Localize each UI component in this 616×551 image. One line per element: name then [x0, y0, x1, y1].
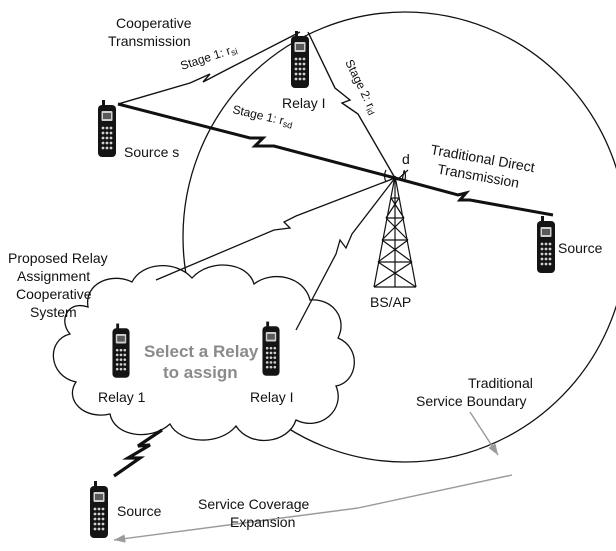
phone-source-bottom-icon [90, 481, 108, 538]
boundary-arrow [469, 411, 499, 456]
stage2-id-label: Stage 2: rid [341, 57, 380, 117]
bs-ap-tower-icon [373, 169, 417, 288]
svg-text:Proposed Relay: Proposed Relay [8, 250, 108, 266]
link-bs-relayi [295, 177, 396, 331]
service-coverage-label: Service Coverage Expansion [198, 496, 309, 530]
svg-text:Cooperative: Cooperative [16, 286, 92, 302]
link-stage1-sd [117, 102, 396, 180]
phone-relay-1-icon [112, 323, 130, 378]
link-traditional-direct [394, 176, 554, 217]
source-s-label: Source s [124, 144, 179, 160]
coverage-arrow [113, 507, 359, 543]
svg-text:Select a Relay: Select a Relay [144, 342, 259, 361]
source-bottom-label: Source [117, 503, 162, 519]
phone-relay-i-cloud-icon [262, 321, 280, 376]
d-label: d [402, 151, 410, 167]
link-bs-relay1 [155, 177, 396, 281]
phone-source-right-icon [537, 216, 555, 273]
traditional-service-boundary-circle [182, 11, 616, 463]
svg-text:Expansion: Expansion [230, 514, 295, 530]
traditional-boundary-label: Traditional Service Boundary [416, 375, 533, 409]
relay-i-cloud-label: Relay I [250, 389, 294, 405]
cooperative-transmission-label-2: Transmission [108, 33, 191, 49]
svg-text:Service Coverage: Service Coverage [198, 496, 309, 512]
svg-text:Traditional: Traditional [468, 375, 533, 391]
source-right-label: Source [558, 240, 603, 256]
phone-source-s-icon [98, 100, 116, 157]
traditional-direct-label: Traditional Direct Transmission [429, 141, 536, 191]
gray-arrows [113, 411, 513, 543]
relay-1-label: Relay 1 [98, 389, 146, 405]
svg-text:Stage 2: rid: Stage 2: rid [341, 57, 380, 117]
relay-assignment-cloud [52, 264, 355, 441]
coverage-arrow-2 [357, 474, 513, 509]
cooperative-transmission-label-1: Cooperative [116, 15, 192, 31]
svg-text:to assign: to assign [163, 363, 238, 382]
bs-ap-label: BS/AP [370, 294, 411, 310]
phone-relay-i-top-icon [291, 31, 309, 88]
link-stage2-id [307, 31, 396, 179]
svg-text:Service Boundary: Service Boundary [416, 393, 527, 409]
link-stage1-si [117, 31, 301, 105]
svg-text:System: System [30, 304, 77, 320]
link-source-bottom [113, 428, 163, 478]
distance-marker [396, 169, 409, 182]
select-relay-label: Select a Relay to assign [144, 342, 259, 382]
transmission-links [113, 31, 554, 478]
proposed-system-label: Proposed Relay Assignment Cooperative Sy… [8, 250, 108, 320]
relay-i-top-label: Relay I [282, 95, 326, 111]
svg-text:Assignment: Assignment [17, 268, 90, 284]
